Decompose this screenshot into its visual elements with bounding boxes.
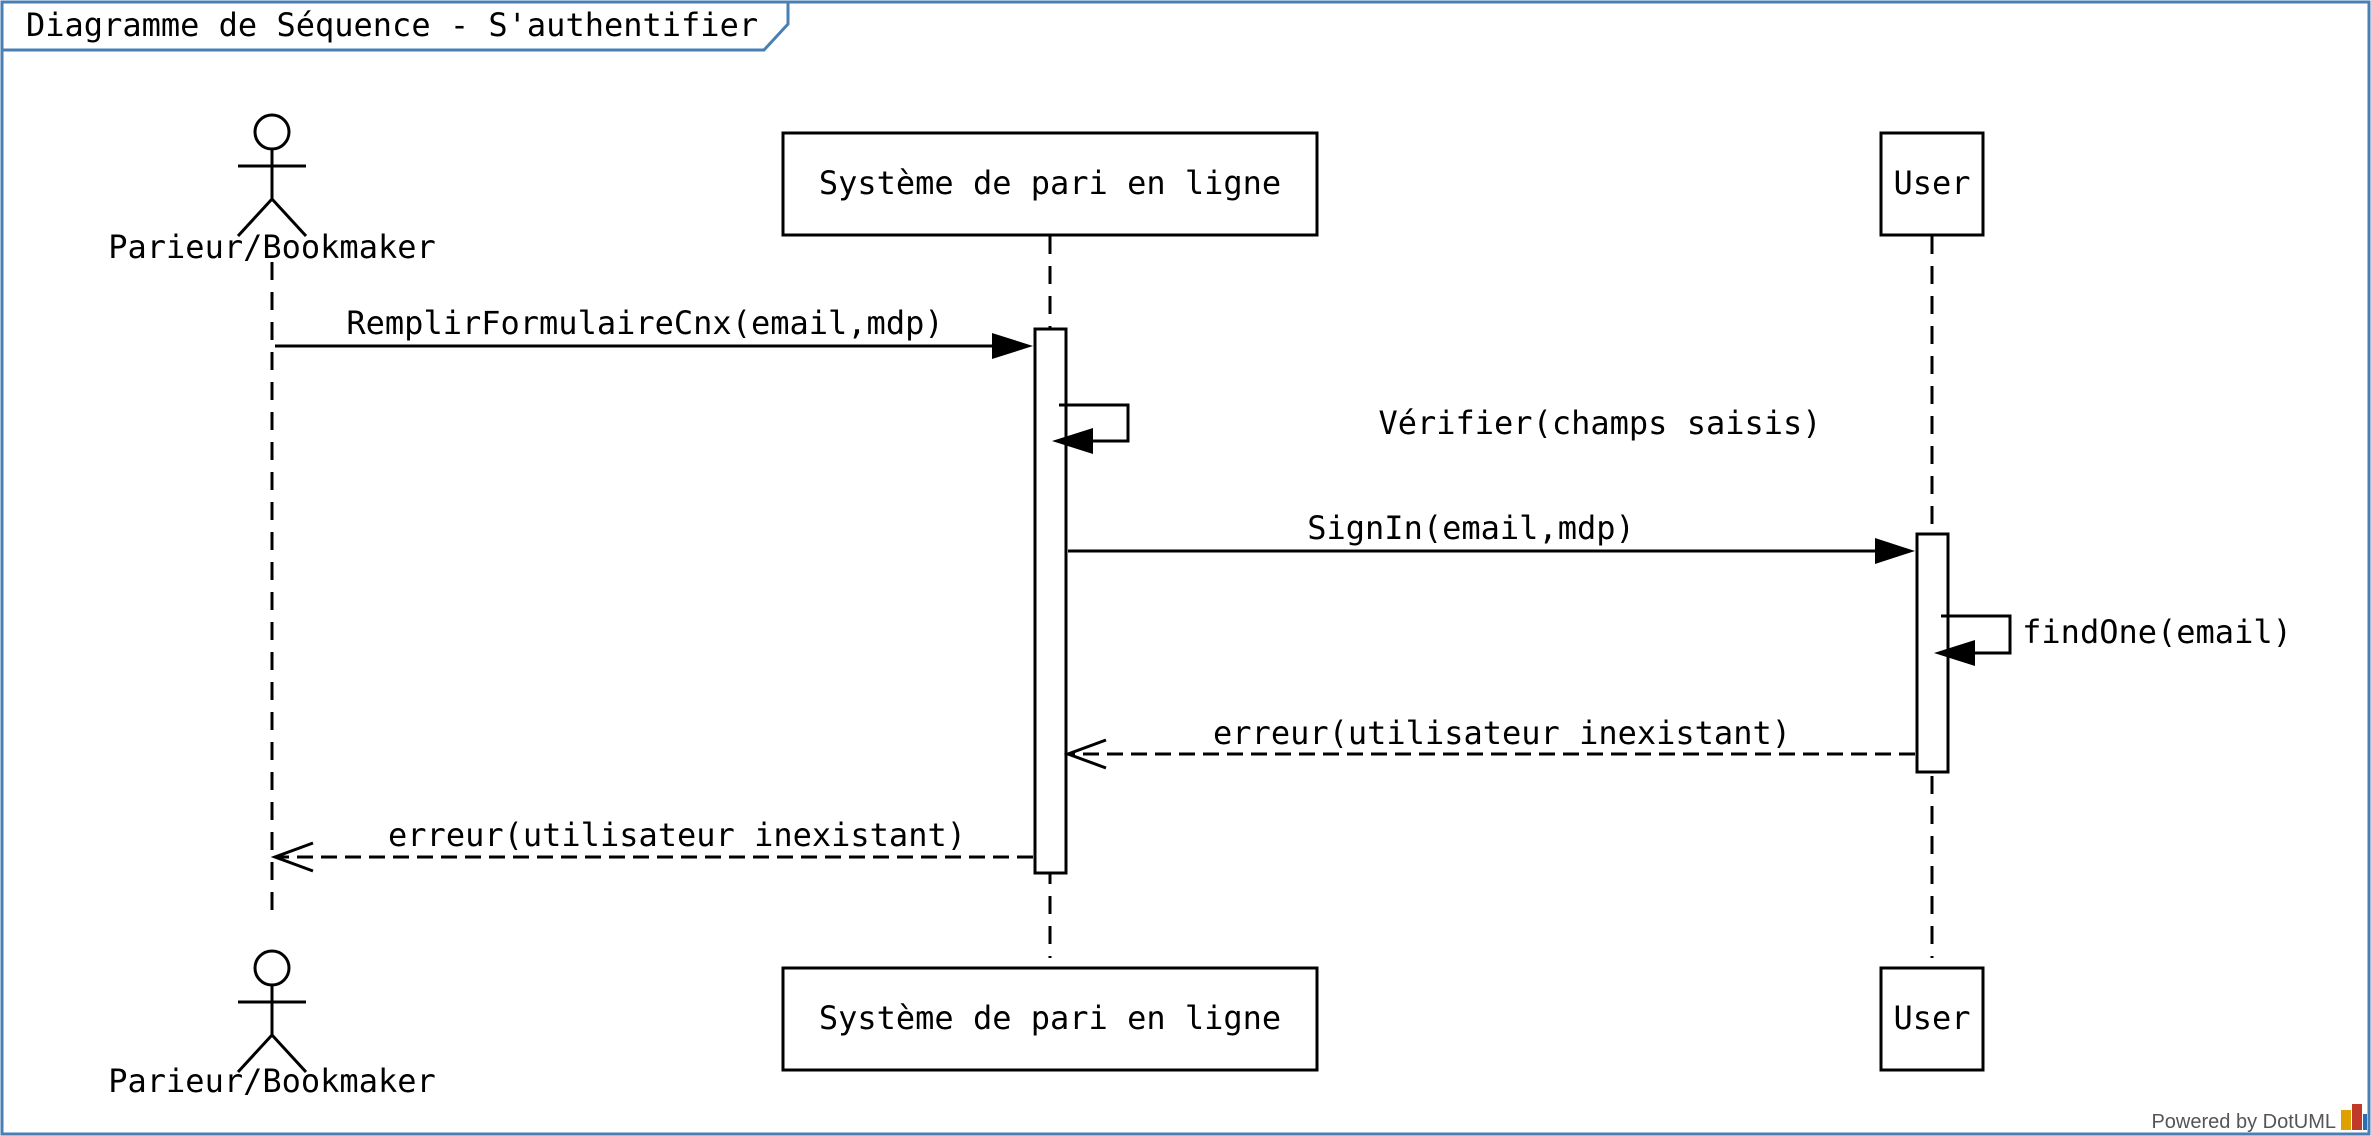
participant-system-label-top: Système de pari en ligne — [819, 164, 1281, 202]
powered-by-text: Powered by DotUML — [2151, 1111, 2336, 1133]
message-verifier-self: Vérifier(champs saisis) — [1052, 403, 1822, 454]
message-findone-label: findOne(email) — [2022, 613, 2292, 651]
participant-user-label-bottom: User — [1893, 999, 1970, 1037]
message-remplir-formulaire: RemplirFormulaireCnx(email,mdp) — [275, 304, 1033, 359]
message-erreur-2-label: erreur(utilisateur inexistant) — [388, 816, 966, 854]
participant-system-bottom — [781, 966, 1319, 1072]
participant-system-top — [781, 131, 1319, 237]
participant-user-top — [1879, 131, 1985, 237]
message-findone-self: findOne(email) — [1934, 613, 2292, 666]
actor-figure-bottom — [236, 949, 308, 1074]
message-erreur-1-label: erreur(utilisateur inexistant) — [1213, 714, 1791, 752]
message-erreur-user-to-system: erreur(utilisateur inexistant) — [1063, 714, 1915, 770]
message-signin-label: SignIn(email,mdp) — [1307, 509, 1635, 547]
actor-figure-top — [236, 113, 308, 238]
frame-title-tab — [0, 0, 790, 52]
frame-title: Diagramme de Séquence - S'authentifier — [26, 6, 758, 44]
participant-user-label-top: User — [1893, 164, 1970, 202]
message-verifier-label: Vérifier(champs saisis) — [1378, 404, 1821, 442]
participant-user-bottom — [1879, 966, 1985, 1072]
actor-label-bottom: Parieur/Bookmaker — [108, 1062, 436, 1100]
participant-system-label-bottom: Système de pari en ligne — [819, 999, 1281, 1037]
dotuml-logo-icon — [2341, 1104, 2367, 1130]
message-remplir-formulaire-label: RemplirFormulaireCnx(email,mdp) — [346, 304, 943, 342]
actor-label-top: Parieur/Bookmaker — [108, 228, 436, 266]
activation-system — [1033, 327, 1068, 875]
message-signin: SignIn(email,mdp) — [1068, 509, 1915, 564]
message-erreur-system-to-actor: erreur(utilisateur inexistant) — [270, 816, 1033, 873]
